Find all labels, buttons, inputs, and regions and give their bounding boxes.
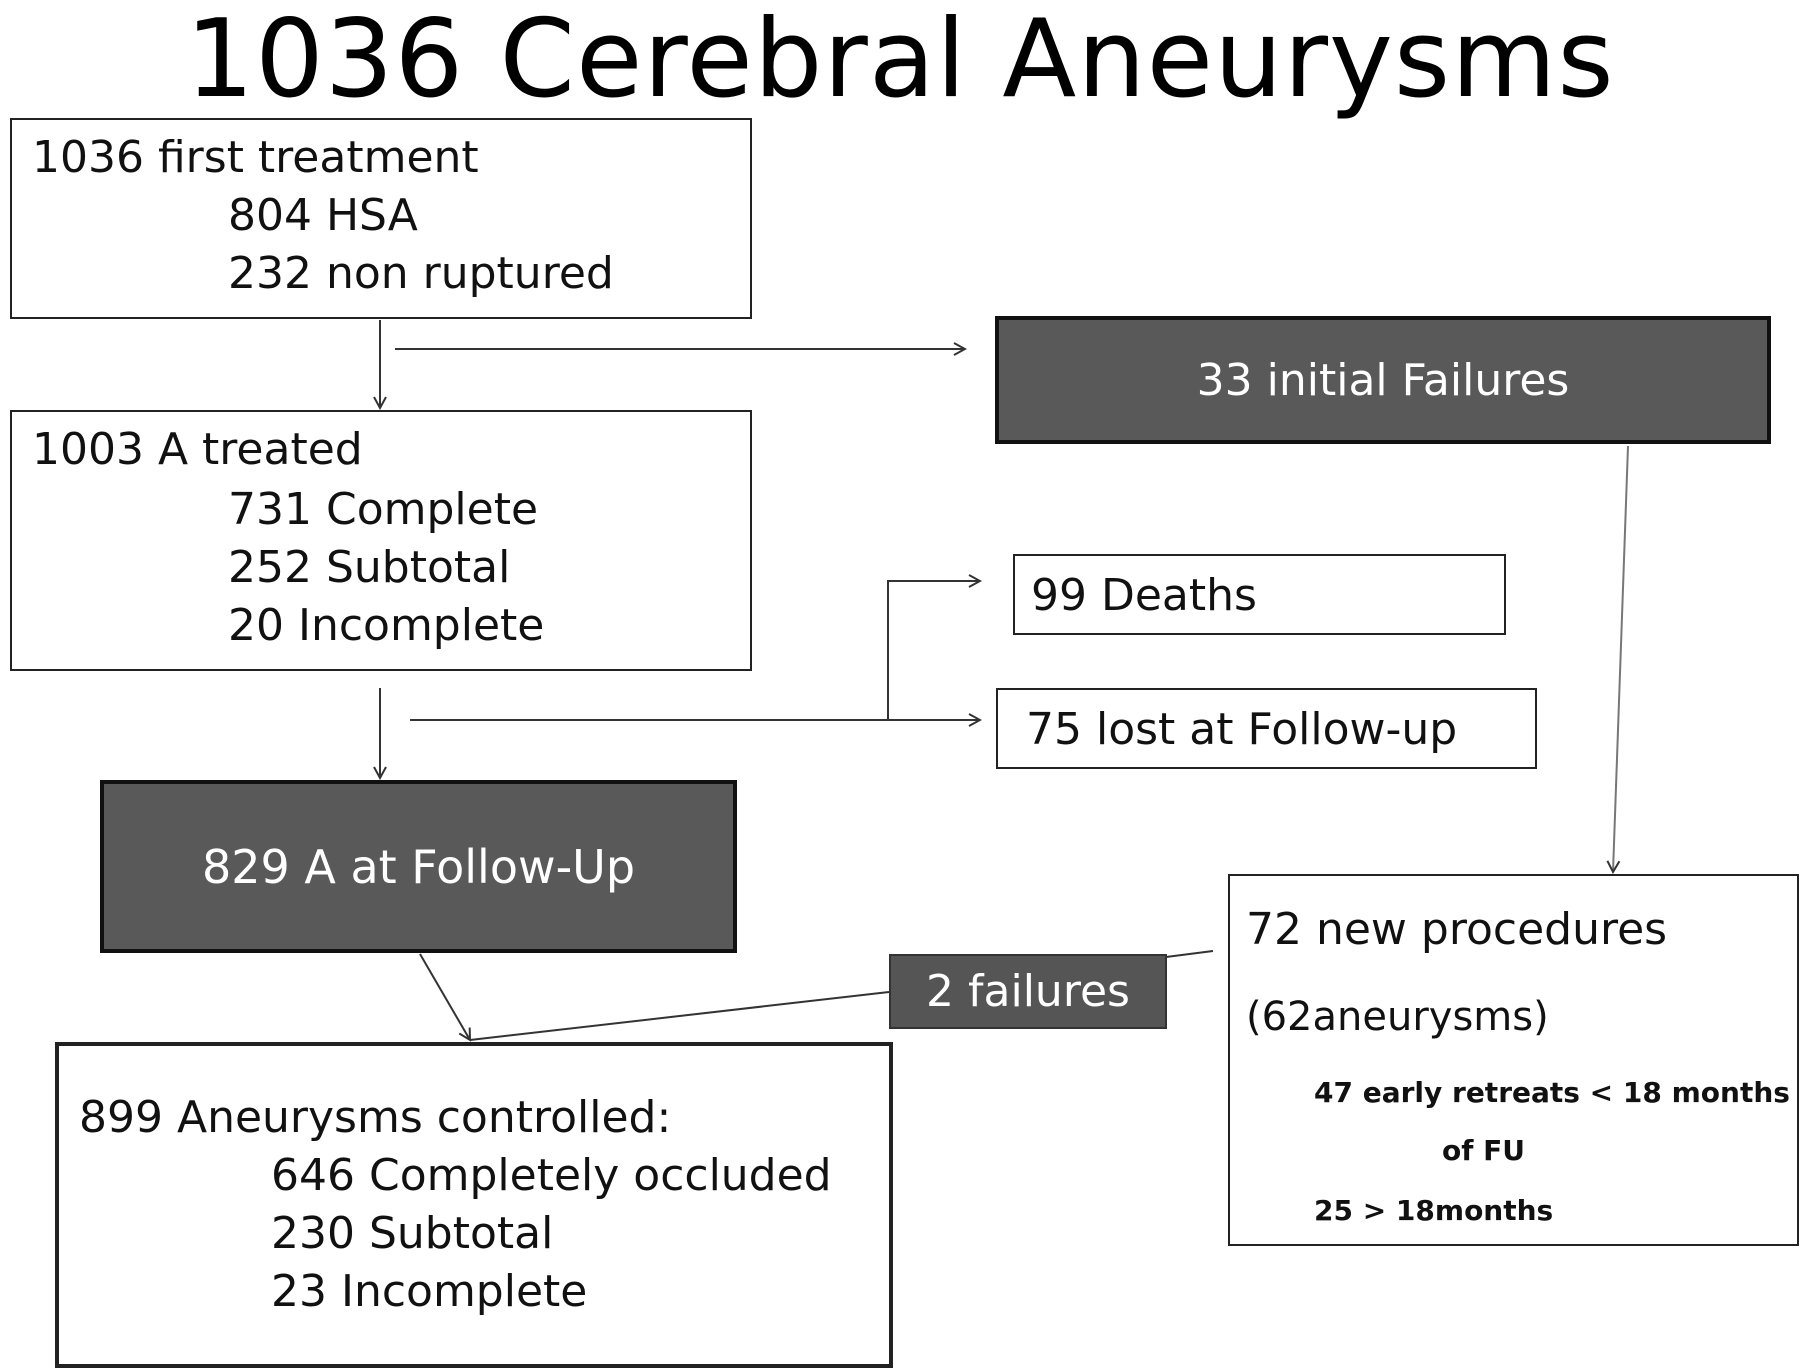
follow-up-label: 829 A at Follow-Up [201, 839, 636, 894]
line-new-procedures-to-tag [1165, 950, 1214, 958]
completely-occluded-count: 646 Completely occluded [271, 1150, 832, 1201]
lost-follow-up-box: 75 lost at Follow-up [996, 688, 1537, 769]
arrow-follow-up-to-controlled [419, 953, 470, 1040]
non-ruptured-count: 232 non ruptured [228, 248, 614, 299]
incomplete-count: 20 Incomplete [228, 600, 545, 651]
controlled-heading: 899 Aneurysms controlled: [79, 1092, 672, 1143]
early-retreats-line: 47 early retreats < 18 months [1314, 1076, 1790, 1109]
arrow-failures-to-new-procedures [1613, 445, 1629, 872]
follow-up-box: 829 A at Follow-Up [100, 780, 737, 953]
initial-failures-box: 33 initial Failures [995, 316, 1771, 444]
of-fu-line: of FU [1442, 1134, 1526, 1167]
new-procedures-box: 72 new procedures (62aneurysms) 47 early… [1228, 874, 1799, 1246]
controlled-incomplete-count: 23 Incomplete [271, 1266, 588, 1317]
lost-follow-up-label: 75 lost at Follow-up [1026, 704, 1458, 755]
initial-failures-label: 33 initial Failures [1196, 354, 1570, 406]
diagram-title: 1036 Cerebral Aneurysms [185, 0, 1615, 122]
controlled-subtotal-count: 230 Subtotal [271, 1208, 554, 1259]
subtotal-count: 252 Subtotal [228, 542, 511, 593]
failures-tag: 2 failures [889, 954, 1167, 1029]
late-retreats-line: 25 > 18months [1314, 1194, 1554, 1227]
treated-box: 1003 A treated 731 Complete 252 Subtotal… [10, 410, 752, 671]
new-procedures-sub: (62aneurysms) [1246, 994, 1549, 1040]
deaths-label: 99 Deaths [1031, 570, 1257, 621]
controlled-box: 899 Aneurysms controlled: 646 Completely… [55, 1042, 893, 1368]
first-treatment-heading: 1036 first treatment [32, 132, 479, 183]
complete-count: 731 Complete [228, 484, 539, 535]
failures-tag-label: 2 failures [926, 966, 1130, 1017]
arrow-to-deaths [795, 581, 980, 721]
line-tag-to-controlled [469, 991, 890, 1041]
deaths-box: 99 Deaths [1013, 554, 1506, 635]
new-procedures-heading: 72 new procedures [1246, 904, 1668, 955]
treated-heading: 1003 A treated [32, 424, 363, 475]
hsa-count: 804 HSA [228, 190, 418, 241]
first-treatment-box: 1036 first treatment 804 HSA 232 non rup… [10, 118, 752, 319]
